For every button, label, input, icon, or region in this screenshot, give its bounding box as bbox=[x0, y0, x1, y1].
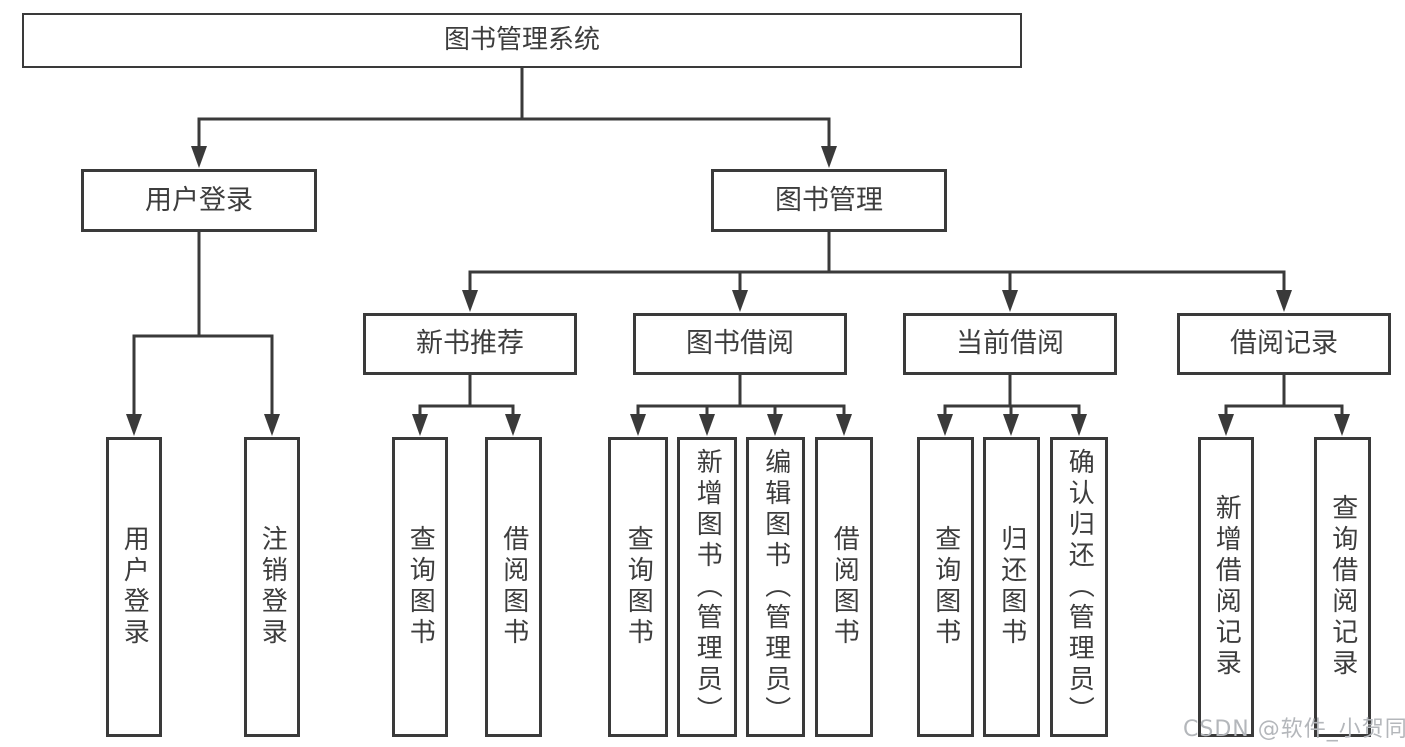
arrowhead bbox=[1071, 414, 1087, 436]
leaf-user-login: 用户登录 bbox=[106, 437, 162, 737]
node-user-login: 用户登录 bbox=[81, 169, 317, 232]
arrowhead bbox=[126, 414, 142, 436]
arrowhead bbox=[937, 414, 953, 436]
node-label: 用户登录 bbox=[119, 525, 150, 649]
node-label: 查询图书 bbox=[405, 525, 436, 649]
node-book-management: 图书管理 bbox=[711, 169, 947, 232]
node-label: 查询图书 bbox=[623, 525, 654, 649]
node-label: 借阅图书 bbox=[498, 525, 529, 649]
connector-level2-split bbox=[197, 117, 831, 150]
arrowhead bbox=[1003, 414, 1019, 436]
arrowhead bbox=[1334, 414, 1350, 436]
node-label: 查询图书 bbox=[930, 525, 961, 649]
node-book-borrowing: 图书借阅 bbox=[633, 313, 847, 375]
csdn-watermark: CSDN @软件_小贺同学 bbox=[1183, 717, 1405, 742]
node-new-book-recommendation: 新书推荐 bbox=[363, 313, 577, 375]
node-label: 借阅记录 bbox=[1230, 328, 1338, 360]
leaf-query-borrow-record: 查询借阅记录 bbox=[1314, 437, 1371, 737]
node-label: 确认归还（管理员） bbox=[1064, 447, 1095, 727]
node-borrowing-records: 借阅记录 bbox=[1177, 313, 1391, 375]
node-label: 新书推荐 bbox=[416, 328, 524, 360]
arrowhead bbox=[1218, 414, 1234, 436]
leaf-add-books-admin: 新增图书（管理员） bbox=[677, 437, 737, 737]
arrowhead bbox=[630, 414, 646, 436]
leaf-borrow-books-recommend: 借阅图书 bbox=[485, 437, 542, 737]
node-label: 注销登录 bbox=[257, 525, 288, 649]
connector-level3-split bbox=[468, 270, 1286, 294]
node-label: 借阅图书 bbox=[829, 525, 860, 649]
arrowhead bbox=[1276, 290, 1292, 312]
leaf-borrow-books-borrowing: 借阅图书 bbox=[815, 437, 873, 737]
connector-recommend-split bbox=[418, 375, 515, 418]
node-root-library-system: 图书管理系统 bbox=[22, 13, 1022, 68]
leaf-confirm-return-admin: 确认归还（管理员） bbox=[1050, 437, 1108, 737]
arrowhead bbox=[264, 414, 280, 436]
connector-records-split bbox=[1224, 375, 1344, 418]
connector-userlogin-split bbox=[132, 334, 274, 418]
leaf-logout: 注销登录 bbox=[244, 437, 300, 737]
leaf-return-books: 归还图书 bbox=[983, 437, 1040, 737]
node-label: 归还图书 bbox=[996, 525, 1027, 649]
leaf-edit-books-admin: 编辑图书（管理员） bbox=[746, 437, 805, 737]
arrowhead bbox=[699, 414, 715, 436]
arrowhead bbox=[821, 146, 837, 168]
arrowhead bbox=[836, 414, 852, 436]
node-label: 当前借阅 bbox=[956, 328, 1064, 360]
leaf-query-books-borrowing: 查询图书 bbox=[608, 437, 668, 737]
node-label: 图书借阅 bbox=[686, 328, 794, 360]
connector-current-split bbox=[943, 375, 1081, 418]
node-label: 图书管理系统 bbox=[443, 25, 600, 56]
arrowhead bbox=[412, 414, 428, 436]
arrowhead bbox=[767, 414, 783, 436]
arrowhead bbox=[462, 290, 478, 312]
arrowhead bbox=[1002, 290, 1018, 312]
node-label: 新增图书（管理员） bbox=[692, 447, 723, 727]
node-label: 查询借阅记录 bbox=[1327, 494, 1358, 680]
leaf-query-books-current: 查询图书 bbox=[917, 437, 974, 737]
leaf-add-borrow-record: 新增借阅记录 bbox=[1198, 437, 1254, 737]
node-current-borrowing: 当前借阅 bbox=[903, 313, 1117, 375]
arrowhead bbox=[732, 290, 748, 312]
node-label: 新增借阅记录 bbox=[1211, 494, 1242, 680]
node-label: 图书管理 bbox=[775, 184, 883, 216]
node-label: 编辑图书（管理员） bbox=[760, 447, 791, 727]
connector-borrowing-split bbox=[636, 375, 846, 418]
node-label: 用户登录 bbox=[145, 184, 253, 216]
arrowhead bbox=[191, 146, 207, 168]
arrowhead bbox=[505, 414, 521, 436]
leaf-query-books-recommend: 查询图书 bbox=[392, 437, 448, 737]
